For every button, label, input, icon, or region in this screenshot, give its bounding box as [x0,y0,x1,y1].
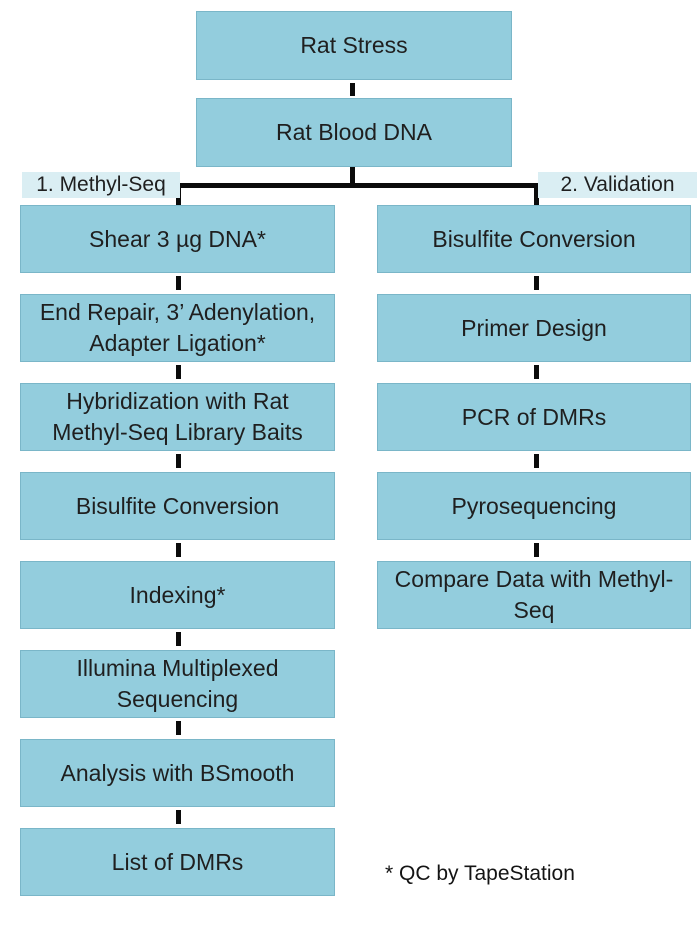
connector-branch-right [534,183,539,207]
branch-label-methyl-seq: 1. Methyl-Seq [22,172,180,198]
connector-left-1 [176,276,181,290]
connector-right-2 [534,365,539,379]
methyl-seq-step-8: List of DMRs [20,828,335,896]
methyl-seq-step-2: End Repair, 3’ Adenylation, Adapter Liga… [20,294,335,362]
connector-root-1 [350,83,355,96]
connector-left-5 [176,632,181,646]
methyl-seq-step-6: Illumina Multiplexed Sequencing [20,650,335,718]
validation-step-5: Compare Data with Methyl- Seq [377,561,691,629]
node-rat-stress: Rat Stress [196,11,512,80]
footnote-qc-tapestation: * QC by TapeStation [385,862,575,885]
validation-step-2: Primer Design [377,294,691,362]
validation-step-3: PCR of DMRs [377,383,691,451]
connector-left-2 [176,365,181,379]
methyl-seq-step-3: Hybridization with Rat Methyl-Seq Librar… [20,383,335,451]
connector-left-7 [176,810,181,824]
validation-step-1: Bisulfite Conversion [377,205,691,273]
connector-left-4 [176,543,181,557]
methyl-seq-step-5: Indexing* [20,561,335,629]
methyl-seq-step-7: Analysis with BSmooth [20,739,335,807]
connector-branch-bar [176,183,539,188]
branch-label-validation: 2. Validation [538,172,697,198]
connector-left-6 [176,721,181,735]
connector-left-3 [176,454,181,468]
validation-step-4: Pyrosequencing [377,472,691,540]
methyl-seq-step-1: Shear 3 µg DNA* [20,205,335,273]
connector-right-3 [534,454,539,468]
node-rat-blood-dna: Rat Blood DNA [196,98,512,167]
connector-right-4 [534,543,539,557]
connector-right-1 [534,276,539,290]
connector-branch-stem [350,167,355,185]
methyl-seq-step-4: Bisulfite Conversion [20,472,335,540]
